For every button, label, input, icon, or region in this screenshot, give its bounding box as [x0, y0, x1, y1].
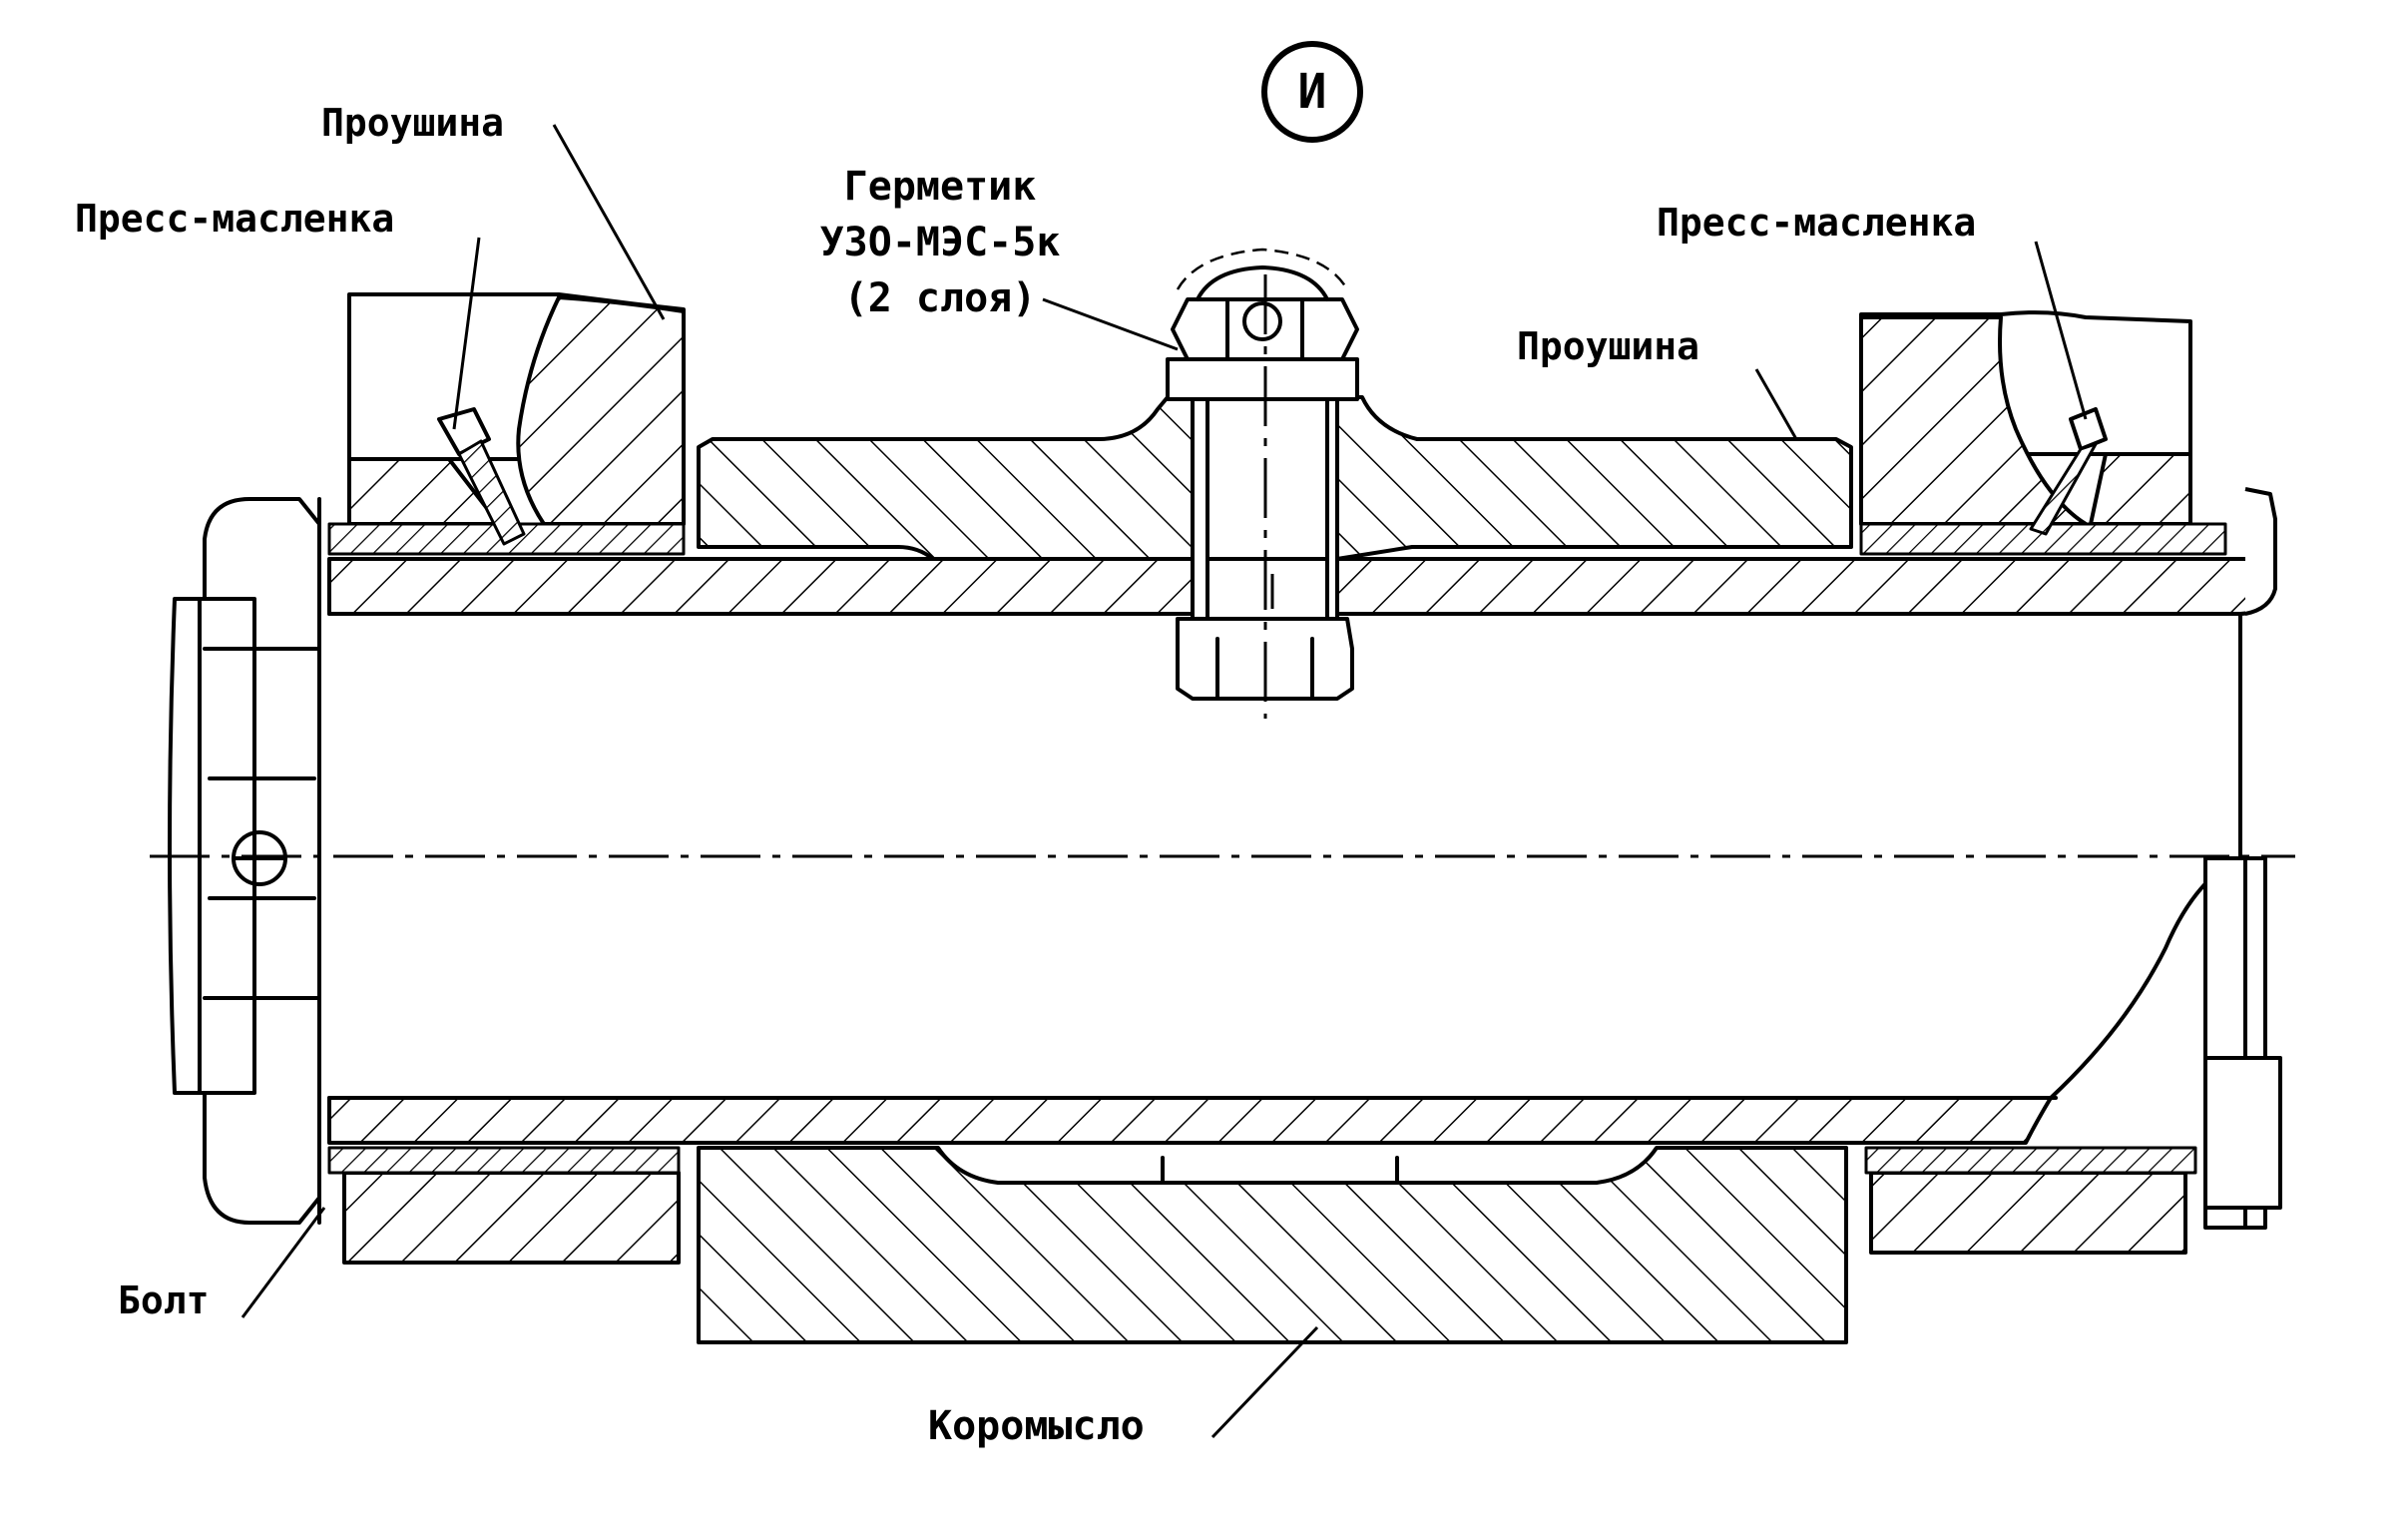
bolt-tube	[327, 487, 2282, 1230]
bolt-head	[168, 497, 321, 1225]
grease-fitting-left	[437, 407, 526, 546]
label-bolt: Болт	[118, 1278, 210, 1322]
eye-lug-left-top	[327, 292, 686, 556]
label-grease-fitting-right: Пресс-масленка	[1657, 201, 1976, 245]
label-sealant-line2: УЗО-МЭС-5к	[820, 220, 1061, 265]
label-sealant-line1: Герметик	[844, 164, 1037, 210]
label-sealant-line3: (2 слоя)	[844, 275, 1037, 321]
leader-lines	[241, 124, 2088, 1439]
view-marker: И	[1261, 41, 1363, 143]
label-eye-right: Проушина	[1517, 324, 1699, 368]
eye-lug-left-bottom	[327, 1146, 681, 1265]
label-rocker: Коромысло	[928, 1403, 1145, 1449]
rocker-bottom-section	[697, 1146, 1848, 1344]
view-marker-letter: И	[1298, 64, 1327, 120]
locking-bolt	[1166, 248, 1359, 719]
label-eye-top-left: Проушина	[321, 101, 504, 145]
grease-fitting-right	[2029, 407, 2108, 536]
label-grease-fitting-left: Пресс-масленка	[75, 197, 394, 241]
rocker-top-section	[697, 395, 1853, 561]
eye-lug-right-top	[1859, 310, 2227, 556]
eye-lug-right-bottom	[1864, 1146, 2197, 1255]
